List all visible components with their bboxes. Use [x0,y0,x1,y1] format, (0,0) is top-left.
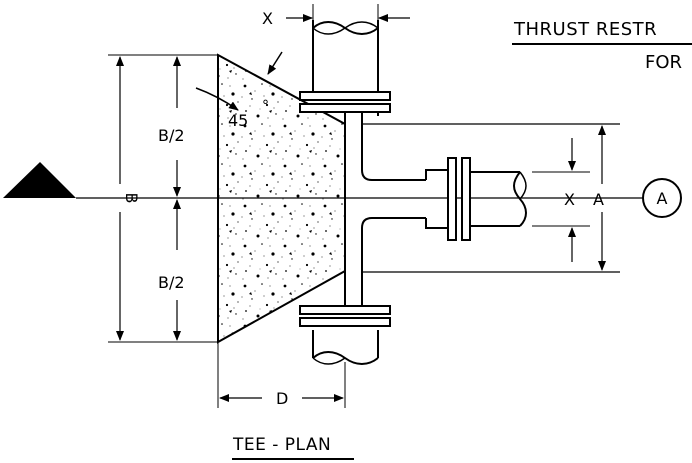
header-title-line1: THRUST RESTR [513,19,657,40]
header-title-line2: FOR [645,52,682,73]
dimension-b-half: B/2 B/2 [158,56,185,341]
section-triangle-icon [3,162,76,198]
angle-label: 45 [228,111,248,130]
caption: TEE - PLAN [232,435,354,460]
drawing-header: THRUST RESTR FOR [512,19,692,73]
branch-pipe [425,157,527,241]
dimension-b: B [108,54,218,343]
dimension-a: A [593,125,606,271]
top-pipe [312,20,379,96]
angle-degree-mark: ° [262,98,269,114]
bottom-flange [299,305,391,327]
bottom-pipe [312,330,379,365]
dimension-a-label: A [593,190,604,209]
detail-callout-label: A [657,189,668,208]
dimension-x-right: X [564,138,576,262]
top-flange [299,91,391,113]
top-neck [344,112,426,181]
angle-annotation: 45 ° [195,51,283,130]
dimension-b-half-top-label: B/2 [158,126,185,145]
dimension-x-right-label: X [564,190,575,209]
dimension-x-top-label: X [262,9,273,28]
dimension-d-label: D [276,389,288,408]
dimension-x-top: X [262,4,410,28]
dimension-b-label: B [122,193,141,204]
bottom-neck [344,217,426,306]
dimension-b-half-bottom-label: B/2 [158,273,185,292]
detail-callout: A [642,178,682,218]
dimension-d: D [217,342,346,408]
thrust-block-fill [218,55,345,342]
caption-text: TEE - PLAN [232,435,331,455]
